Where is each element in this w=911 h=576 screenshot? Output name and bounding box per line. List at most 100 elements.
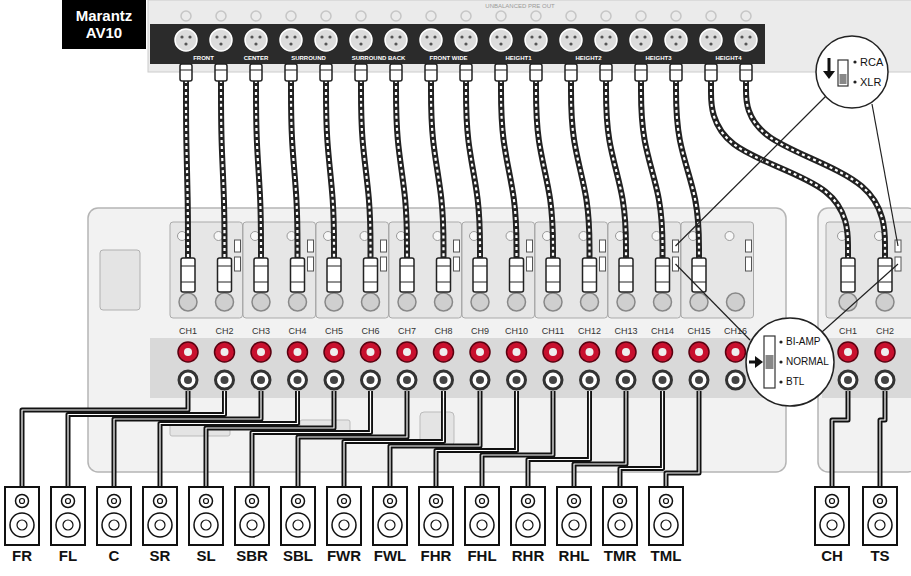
- negative-terminal: [690, 371, 708, 389]
- tweeter-dome: [342, 499, 347, 504]
- plug-ring: [254, 282, 268, 283]
- channel-label: CH10: [505, 327, 528, 336]
- tweeter-dome: [296, 499, 301, 504]
- plug-ring: [400, 266, 414, 267]
- terminal-hole: [476, 376, 484, 384]
- tweeter-dome: [434, 499, 439, 504]
- device-name: Marantz AV10: [76, 7, 133, 41]
- wire-core: [528, 391, 590, 487]
- woofer: [194, 513, 218, 537]
- speaker: RHL: [556, 486, 592, 546]
- speaker-wire: [666, 391, 699, 487]
- cable-braid: [256, 80, 261, 258]
- woofer: [654, 513, 678, 537]
- cable-braid: [361, 80, 371, 258]
- positive-terminal: [580, 342, 600, 362]
- plug-ring: [656, 282, 670, 283]
- plug-ring: [250, 70, 262, 71]
- speaker-drivers: [144, 488, 176, 544]
- xlr-plug: [215, 64, 227, 81]
- speaker-label: RHL: [559, 548, 590, 565]
- speaker: C: [96, 486, 132, 546]
- positive-terminal: [324, 342, 344, 362]
- woofer-cap: [431, 520, 441, 530]
- positive-terminal: [543, 342, 563, 362]
- xlr-plug: [285, 64, 297, 81]
- switch-position: BI-AMP: [786, 337, 820, 347]
- channel-label: CH4: [288, 327, 306, 336]
- mode-switch: [527, 257, 533, 271]
- plug-ring: [425, 70, 437, 71]
- plug-ring: [181, 266, 195, 267]
- xlr-pin: [285, 35, 288, 38]
- xlr-cable: [256, 80, 261, 258]
- channel-label: CH6: [361, 327, 379, 336]
- xlr-plug: [705, 64, 717, 81]
- xlr-plug: [473, 258, 487, 292]
- leader-line: [676, 96, 827, 246]
- plug-ring: [218, 266, 232, 267]
- xlr-pin: [250, 35, 253, 38]
- terminal-hole: [184, 376, 192, 384]
- speaker-wire: [344, 391, 444, 487]
- positive-terminal: [653, 342, 673, 362]
- terminal-hole: [513, 376, 521, 384]
- output-label: FRONT: [192, 55, 215, 61]
- terminal-hole: [881, 376, 889, 384]
- xlr-pin: [565, 35, 568, 38]
- plug-ring: [546, 266, 560, 267]
- speaker-cabinet: [280, 486, 316, 546]
- cable-braid: [676, 80, 699, 258]
- plug-ring: [473, 282, 487, 283]
- xlr-pin: [608, 35, 611, 38]
- xlr-jack: [630, 29, 652, 51]
- positive-terminal: [616, 342, 636, 362]
- xlr-cable: [326, 80, 334, 258]
- plug-ring: [530, 70, 542, 71]
- terminal-hole: [881, 348, 889, 356]
- xlr-plug: [583, 258, 597, 292]
- xlr-cable: [396, 80, 407, 258]
- xlr-pin: [433, 35, 436, 38]
- output-label: FRONT WIDE: [429, 55, 469, 61]
- xlr-input: [435, 293, 453, 311]
- rca-jack: [321, 11, 331, 21]
- wire-core: [22, 391, 188, 487]
- plug-ring: [740, 70, 752, 71]
- tweeter-dome: [526, 499, 531, 504]
- negative-terminal: [179, 371, 197, 389]
- speaker-label: C: [109, 548, 120, 565]
- speaker-cabinet: [814, 486, 850, 546]
- terminal-hole: [476, 348, 484, 356]
- xlr-jack: [665, 29, 687, 51]
- plug-ring: [327, 266, 341, 267]
- output-label: HEIGHT2: [574, 55, 602, 61]
- terminal-band: [150, 338, 782, 398]
- terminal-hole: [659, 376, 667, 384]
- xlr-input: [398, 293, 416, 311]
- switch-position: BTL: [786, 377, 804, 387]
- negative-terminal: [581, 371, 599, 389]
- speaker-wire: [436, 391, 517, 487]
- speaker-drivers: [282, 488, 314, 544]
- xlr-jack: [420, 29, 442, 51]
- tweeter-dome: [664, 499, 669, 504]
- speaker-label: SL: [196, 548, 215, 565]
- xlr-cable: [641, 80, 663, 258]
- positive-terminal: [215, 342, 235, 362]
- xlr-pin: [429, 42, 432, 45]
- speaker-drivers: [512, 488, 544, 544]
- slide-switch: [764, 336, 775, 388]
- device-label: Marantz AV10: [62, 0, 146, 49]
- tweeter: [874, 495, 887, 508]
- plug-ring: [254, 266, 268, 267]
- xlr-pin: [740, 35, 743, 38]
- cable-braid: [326, 80, 334, 258]
- amp-body: [88, 208, 786, 472]
- tweeter: [16, 495, 29, 508]
- input-module: [316, 222, 389, 318]
- terminal-hole: [440, 348, 448, 356]
- plug-ring: [291, 282, 305, 283]
- speaker: FWR: [326, 486, 362, 546]
- negative-terminal: [435, 371, 453, 389]
